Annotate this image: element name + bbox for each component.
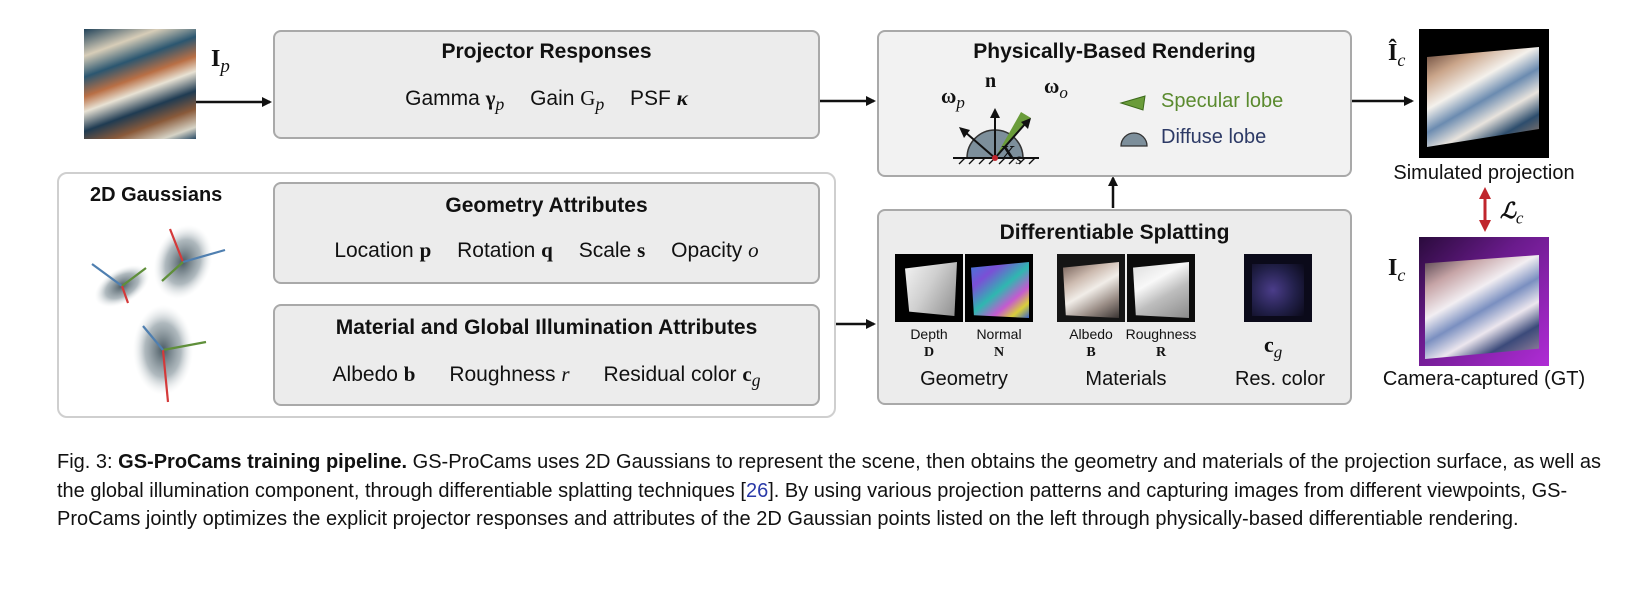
gaussian-blob-3 (133, 305, 207, 403)
pbr-title: Physically-Based Rendering (973, 40, 1256, 63)
gaussians-frame (57, 172, 836, 418)
omega-o-label: ωo (1044, 74, 1068, 103)
projector-input-image (84, 29, 196, 139)
projector-responses-title: Projector Responses (441, 40, 652, 63)
camera-captured-label: Camera-captured (GT) (1382, 368, 1586, 390)
specular-lobe-label: Specular lobe (1161, 90, 1284, 112)
geometry-attributes-list: Location p Rotation q Scale s Opacity o (334, 238, 759, 262)
roughness-map (1127, 254, 1195, 322)
material-attributes-list: Albedo b Roughness r Residual color cg (332, 362, 761, 391)
captured-label: Ic (1388, 255, 1406, 285)
pbr-box: Physically-Based Rendering n ωp ωo Xs Sp… (877, 30, 1352, 177)
simulated-projection-label: Simulated projection (1393, 162, 1575, 184)
camera-captured-image (1419, 237, 1549, 366)
depth-map (895, 254, 963, 322)
normal-label: n (985, 70, 997, 92)
material-attributes-box: Material and Global Illumination Attribu… (273, 304, 820, 406)
figure-caption: Fig. 3: GS-ProCams training pipeline. GS… (57, 451, 1602, 530)
materials-group-label: Materials (1085, 368, 1167, 390)
loss-label: ℒc (1500, 198, 1524, 228)
brdf-diagram (953, 108, 1039, 165)
diffuse-lobe-icon (1120, 132, 1148, 147)
splatting-title: Differentiable Splatting (999, 221, 1230, 244)
projector-responses-attributes: Gamma γp Gain Gp PSF κ (405, 86, 688, 115)
material-attributes-title: Material and Global Illumination Attribu… (335, 316, 758, 339)
normal-map (965, 254, 1033, 322)
res-color-group-label: Res. color (1234, 368, 1326, 390)
projector-responses-box: Projector Responses Gamma γp Gain Gp PSF… (273, 30, 820, 139)
diffuse-lobe-label: Diffuse lobe (1161, 126, 1267, 148)
cg-label: cg (1264, 332, 1283, 362)
residual-color-map (1244, 254, 1312, 322)
albedo-map (1057, 254, 1125, 322)
omega-p-label: ωp (941, 84, 965, 113)
simulated-label: Îc (1388, 40, 1406, 70)
gaussians-title: 2D Gaussians (90, 184, 223, 206)
gaussian-blob-1 (91, 263, 150, 308)
gaussian-blob-2 (153, 225, 226, 299)
xs-label: Xs (1001, 142, 1022, 168)
geometry-group-label: Geometry (920, 368, 1008, 390)
projector-input-label: Ip (211, 46, 230, 77)
simulated-projection-image (1419, 29, 1549, 158)
geometry-attributes-box: Geometry Attributes Location p Rotation … (273, 182, 820, 284)
geometry-attributes-title: Geometry Attributes (445, 194, 648, 217)
specular-lobe-icon (1119, 95, 1146, 111)
